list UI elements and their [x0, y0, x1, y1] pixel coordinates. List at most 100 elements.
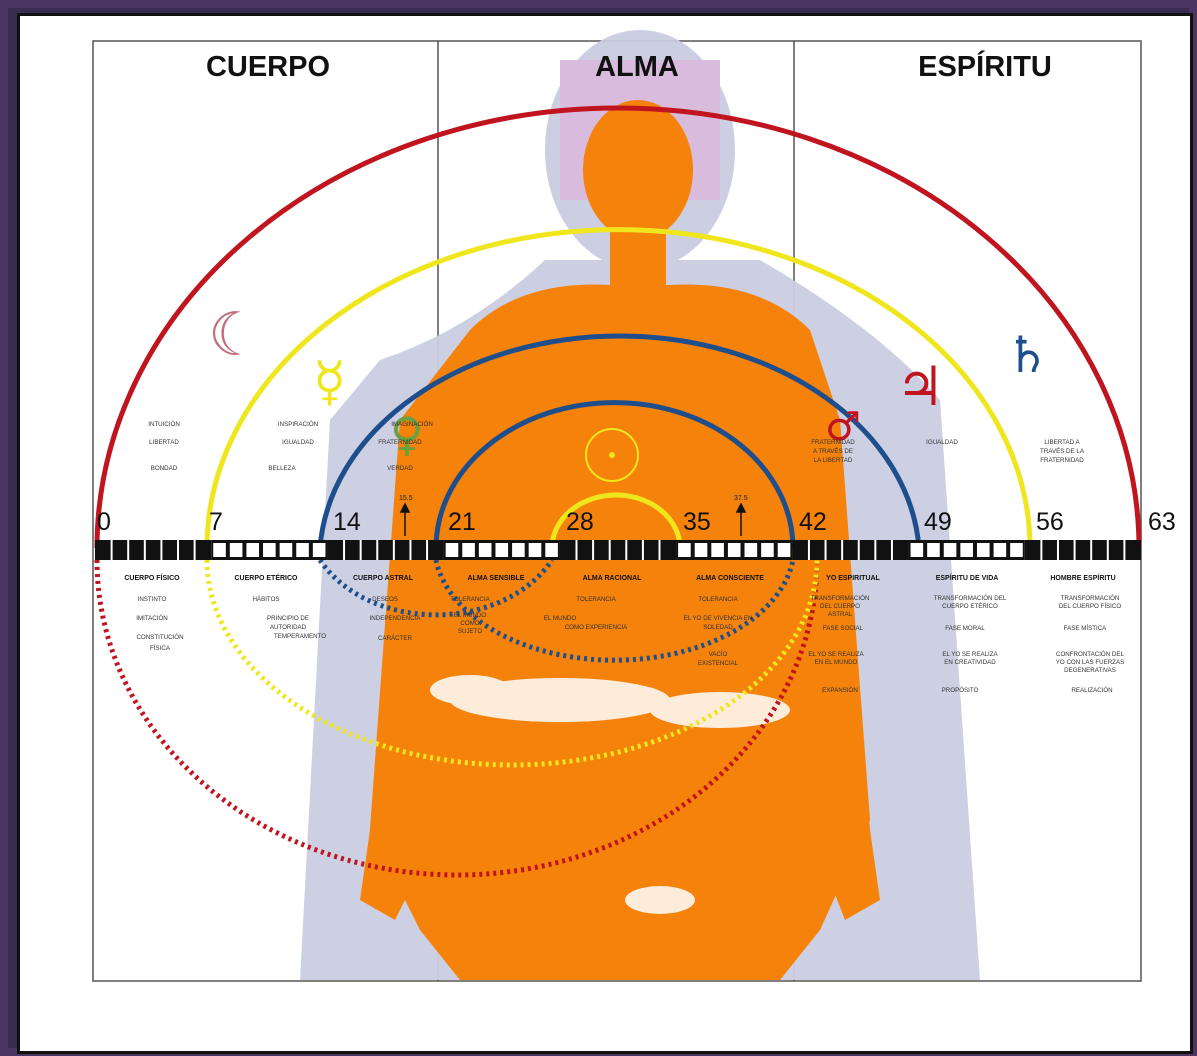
jupiter-icon: ♃: [896, 355, 944, 418]
column-title-soul: ALMA: [595, 51, 679, 83]
virtue-text: BELLEZA: [268, 465, 296, 472]
timeline-year-box: [478, 543, 492, 557]
note-text: PROPÓSITO: [942, 687, 979, 694]
timeline-segment: [95, 540, 212, 560]
age-label: 35: [683, 508, 711, 536]
note-text: YO CON LAS FUERZAS: [1056, 659, 1124, 666]
timeline-year-box: [711, 543, 724, 557]
stage-label: CUERPO ASTRAL: [353, 575, 414, 582]
solid-arcs: [94, 105, 1142, 549]
timeline-year-box: [312, 543, 326, 557]
note-text: VACÍO: [709, 651, 728, 658]
timeline-year-box: [744, 543, 758, 557]
age-label: 49: [924, 508, 952, 536]
note-text: DEL CUERPO: [820, 603, 860, 610]
note-text: REALIZACIÓN: [1071, 687, 1112, 694]
moon-icon: ☾: [208, 300, 262, 370]
note-text: COMO: [460, 620, 479, 627]
note-text: CUERPO ETÉRICO: [942, 603, 998, 610]
sun-symbol: [585, 428, 639, 482]
timeline-year-box: [445, 543, 459, 557]
stage-label: ALMA CONSCIENTE: [696, 575, 764, 582]
note-text: EL YO DE VIVENCIA EN: [684, 615, 753, 622]
timeline-year-box: [927, 543, 940, 557]
age-timeline: [95, 540, 1141, 560]
human-figure: [360, 100, 880, 981]
column-title-body: CUERPO: [206, 51, 330, 83]
timeline-segment: [559, 540, 677, 560]
note-text: CARÁCTER: [378, 635, 413, 642]
stage-label: CUERPO ETÉRICO: [234, 573, 298, 582]
timeline-year-box: [761, 543, 774, 557]
note-text: DESEOS: [372, 596, 398, 603]
age-label: 7: [209, 508, 223, 536]
virtue-text: IGUALDAD: [282, 439, 314, 446]
age-markers: [399, 502, 747, 536]
virtue-text: FRATERNIDAD: [1040, 457, 1084, 464]
timeline-year-box: [213, 543, 226, 557]
timeline-year-box: [678, 543, 691, 557]
timeline-year-box: [512, 543, 525, 557]
note-text: TOLERANCIA: [450, 596, 490, 603]
note-text: SUJETO: [458, 628, 482, 635]
timeline-year-box: [976, 543, 990, 557]
note-text: EL YO SE REALIZA: [808, 651, 864, 658]
note-text: EN CREATIVIDAD: [944, 659, 996, 666]
note-text: FASE MÍSTICA: [1064, 625, 1108, 632]
red-arc: [94, 105, 1142, 549]
column-title-spirit: ESPÍRITU: [918, 49, 1052, 83]
stage-label: ALMA RACIONAL: [583, 575, 643, 582]
virtue-text: BONDAD: [151, 465, 178, 472]
timeline-year-box: [993, 543, 1007, 557]
age-label: 0: [97, 508, 111, 536]
blue-arc-large: [317, 333, 922, 549]
note-text: TRANSFORMACIÓN DEL: [934, 595, 1007, 602]
timeline-year-box: [960, 543, 973, 557]
virtue-text: LA LIBERTAD: [814, 457, 853, 464]
stage-label: HOMBRE ESPÍRITU: [1050, 573, 1115, 582]
note-text: EL MUNDO: [544, 615, 577, 622]
note-text: FASE MORAL: [945, 625, 985, 632]
note-text: EXPANSIÓN: [822, 687, 858, 694]
timeline-year-box: [694, 543, 708, 557]
mottled-band: [430, 675, 790, 914]
virtue-text: FRATERNIDAD: [811, 439, 855, 446]
upper-virtues: INTUICIÓN LIBERTAD BONDAD INSPIRACIÓN IG…: [148, 421, 1085, 472]
timeline-year-box: [229, 543, 243, 557]
note-text: DEGENERATIVAS: [1064, 667, 1116, 674]
age-label: 14: [333, 508, 361, 536]
marker-label: 15.5: [399, 495, 413, 502]
yellow-arc-large: [204, 227, 1033, 549]
note-text: COMO EXPERIENCIA: [565, 624, 628, 631]
timeline-year-box: [910, 543, 924, 557]
timeline-year-box: [263, 543, 276, 557]
note-text: FASE SOCIAL: [823, 625, 864, 632]
yellow-arc-small: [549, 492, 683, 549]
note-text: TEMPERAMENTO: [274, 633, 326, 640]
age-label: 42: [799, 508, 827, 536]
note-text: EL MUNDO: [454, 612, 487, 619]
stage-label: ESPÍRITU DE VIDA: [936, 573, 999, 582]
virtue-text: LIBERTAD A: [1044, 439, 1080, 446]
note-text: TRANSFORMACIÓN: [811, 595, 870, 602]
note-text: PRINCIPIO DE: [267, 615, 309, 622]
mars-icon: ♂: [825, 404, 861, 450]
stage-label: CUERPO FÍSICO: [124, 573, 180, 582]
note-text: IMITACIÓN: [136, 615, 168, 622]
virtue-text: A TRAVÉS DE: [813, 448, 853, 455]
venus-icon: ♀: [390, 407, 424, 461]
stage-labels: CUERPO FÍSICO CUERPO ETÉRICO CUERPO ASTR…: [124, 573, 1115, 582]
timeline-year-box: [727, 543, 741, 557]
timeline-year-box: [462, 543, 475, 557]
note-text: INDEPENDENCIA: [370, 615, 422, 622]
note-text: EXISTENCIAL: [698, 660, 739, 667]
note-text: AUTORIDAD: [270, 624, 307, 631]
note-text: HÁBITOS: [252, 596, 279, 603]
age-label: 56: [1036, 508, 1064, 536]
note-text: INSTINTO: [138, 596, 167, 603]
saturn-icon: ♄: [1005, 326, 1050, 384]
virtue-text: INTUICIÓN: [148, 421, 180, 428]
age-labels: 0 7 14 21 28 35 42 49 56 63: [97, 508, 1176, 536]
timeline-year-box: [1010, 543, 1023, 557]
